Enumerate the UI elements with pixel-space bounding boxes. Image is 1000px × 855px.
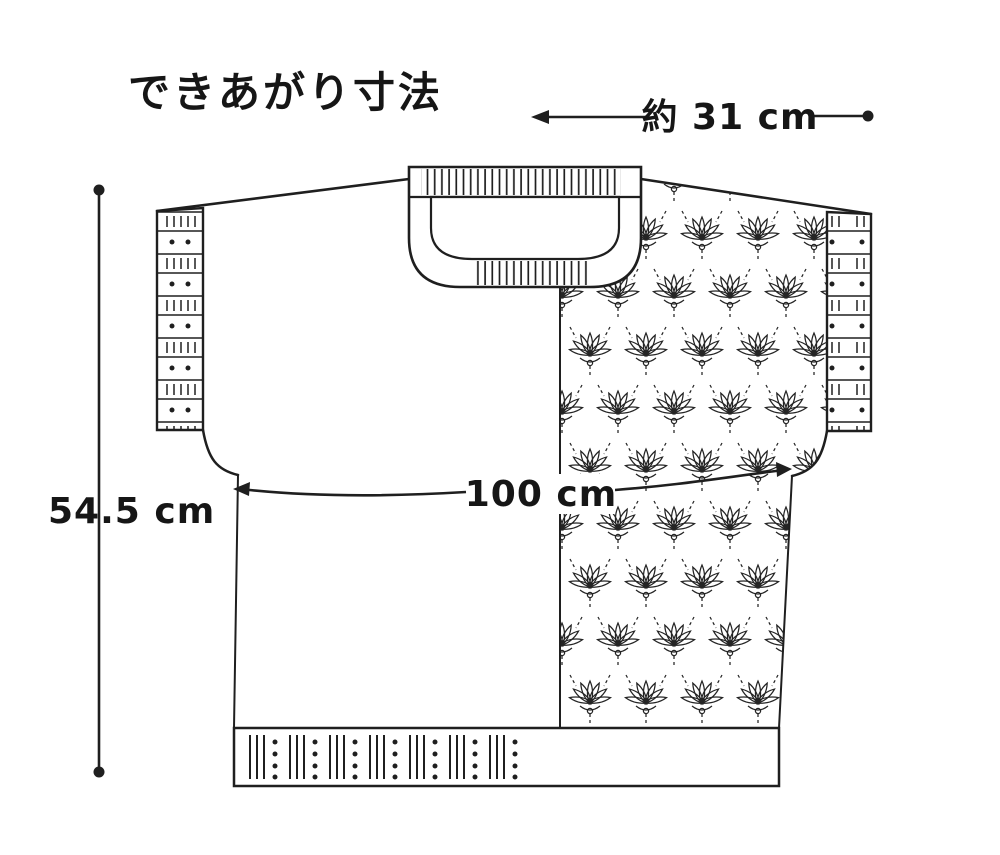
neck-opening [429, 195, 621, 261]
right-cuff [825, 210, 873, 433]
bust-label: 100 cm [465, 474, 618, 515]
endpoint-dot [93, 184, 105, 196]
sleeve-width-dimension: 約 31 cm [531, 97, 874, 138]
length-dimension: 54.5 cm [48, 184, 215, 778]
bust-dimension: 100 cm [233, 462, 792, 515]
right-underarm-curve [790, 429, 829, 478]
neckband-top-ribbing [421, 169, 621, 195]
right-shoulder-line [639, 177, 873, 216]
left-underarm-curve [201, 428, 240, 477]
left-side-seam [233, 474, 239, 729]
diagram-title: できあがり寸法 [128, 68, 443, 117]
length-label: 54.5 cm [48, 491, 215, 532]
hem-ribbing [244, 733, 526, 781]
lace-pattern-panel [560, 181, 827, 726]
endpoint-dot [93, 766, 105, 778]
left-cuff [155, 206, 205, 432]
left-shoulder-line [155, 177, 411, 213]
garment-outline [155, 177, 873, 729]
neckband [407, 165, 643, 289]
arrowhead-left [531, 110, 549, 124]
arrowhead-right [776, 462, 792, 477]
hem-band [232, 726, 781, 788]
arrowhead-left [233, 482, 250, 496]
right-side-seam [778, 475, 793, 729]
endpoint-dot [862, 110, 874, 122]
neckband-bottom-ribbing [474, 261, 592, 285]
sleeve-width-label: 約 31 cm [641, 97, 818, 138]
